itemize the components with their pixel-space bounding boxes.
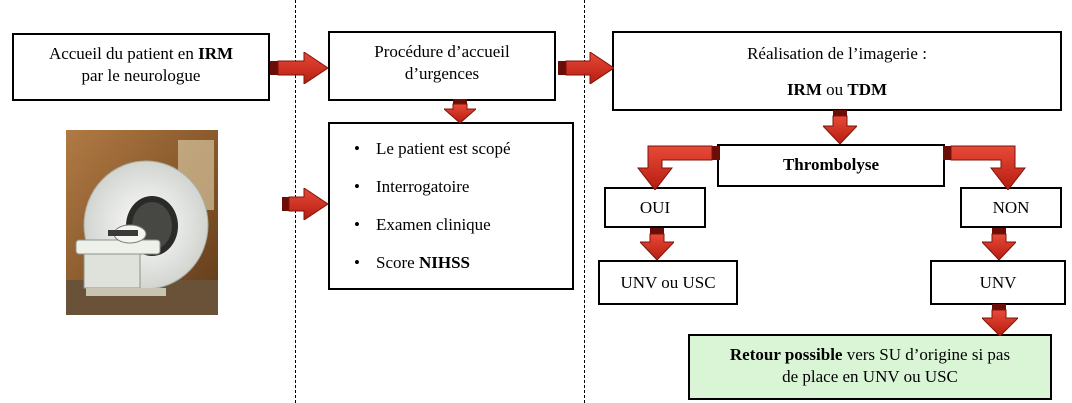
- box-procedure-accueil: Procédure d’accueil d’urgences: [328, 31, 556, 101]
- checklist-item: Score NIHSS: [354, 252, 572, 290]
- box-accueil-patient: Accueil du patient en IRM par le neurolo…: [12, 33, 270, 101]
- checklist-item: Examen clinique: [354, 214, 572, 252]
- arrow-bent-right-down-icon: [943, 145, 1027, 190]
- arrow-down-icon: [823, 110, 857, 144]
- box-thrombolyse: Thrombolyse: [717, 144, 945, 187]
- arrow-down-icon: [640, 228, 674, 260]
- box-unv: UNV: [930, 260, 1066, 305]
- imagerie-line1: Réalisation de l’imagerie :: [747, 44, 927, 63]
- retour-line1: Retour possible vers SU d’origine si pas: [729, 345, 1011, 364]
- procedure-line2: d’urgences: [404, 64, 480, 83]
- checklist-item: Interrogatoire: [354, 176, 572, 214]
- imagerie-line2: IRM ou TDM: [786, 80, 888, 99]
- arrow-down-icon: [444, 99, 476, 123]
- checklist-list: Le patient est scopé Interrogatoire Exam…: [330, 138, 572, 290]
- arrow-right-icon: [558, 52, 614, 84]
- mri-scanner-photo: [66, 130, 218, 315]
- box-realisation-imagerie: Réalisation de l’imagerie : IRM ou TDM: [612, 31, 1062, 111]
- separator-line-2: [584, 0, 585, 403]
- arrow-right-icon: [282, 188, 328, 220]
- box-non: NON: [960, 187, 1062, 228]
- accueil-line2: par le neurologue: [81, 66, 201, 85]
- box-checklist: Le patient est scopé Interrogatoire Exam…: [328, 122, 574, 290]
- arrow-right-icon: [270, 52, 328, 84]
- arrow-down-icon: [982, 228, 1016, 260]
- checklist-item: Le patient est scopé: [354, 138, 572, 176]
- procedure-line1: Procédure d’accueil: [374, 42, 510, 61]
- accueil-line1: Accueil du patient en IRM: [48, 44, 234, 63]
- arrow-down-icon: [982, 304, 1018, 336]
- box-unv-ou-usc: UNV ou USC: [598, 260, 738, 305]
- box-retour-possible: Retour possible vers SU d’origine si pas…: [688, 334, 1052, 400]
- retour-line2: de place en UNV ou USC: [782, 367, 958, 386]
- box-oui: OUI: [604, 187, 706, 228]
- arrow-bent-left-down-icon: [636, 145, 720, 190]
